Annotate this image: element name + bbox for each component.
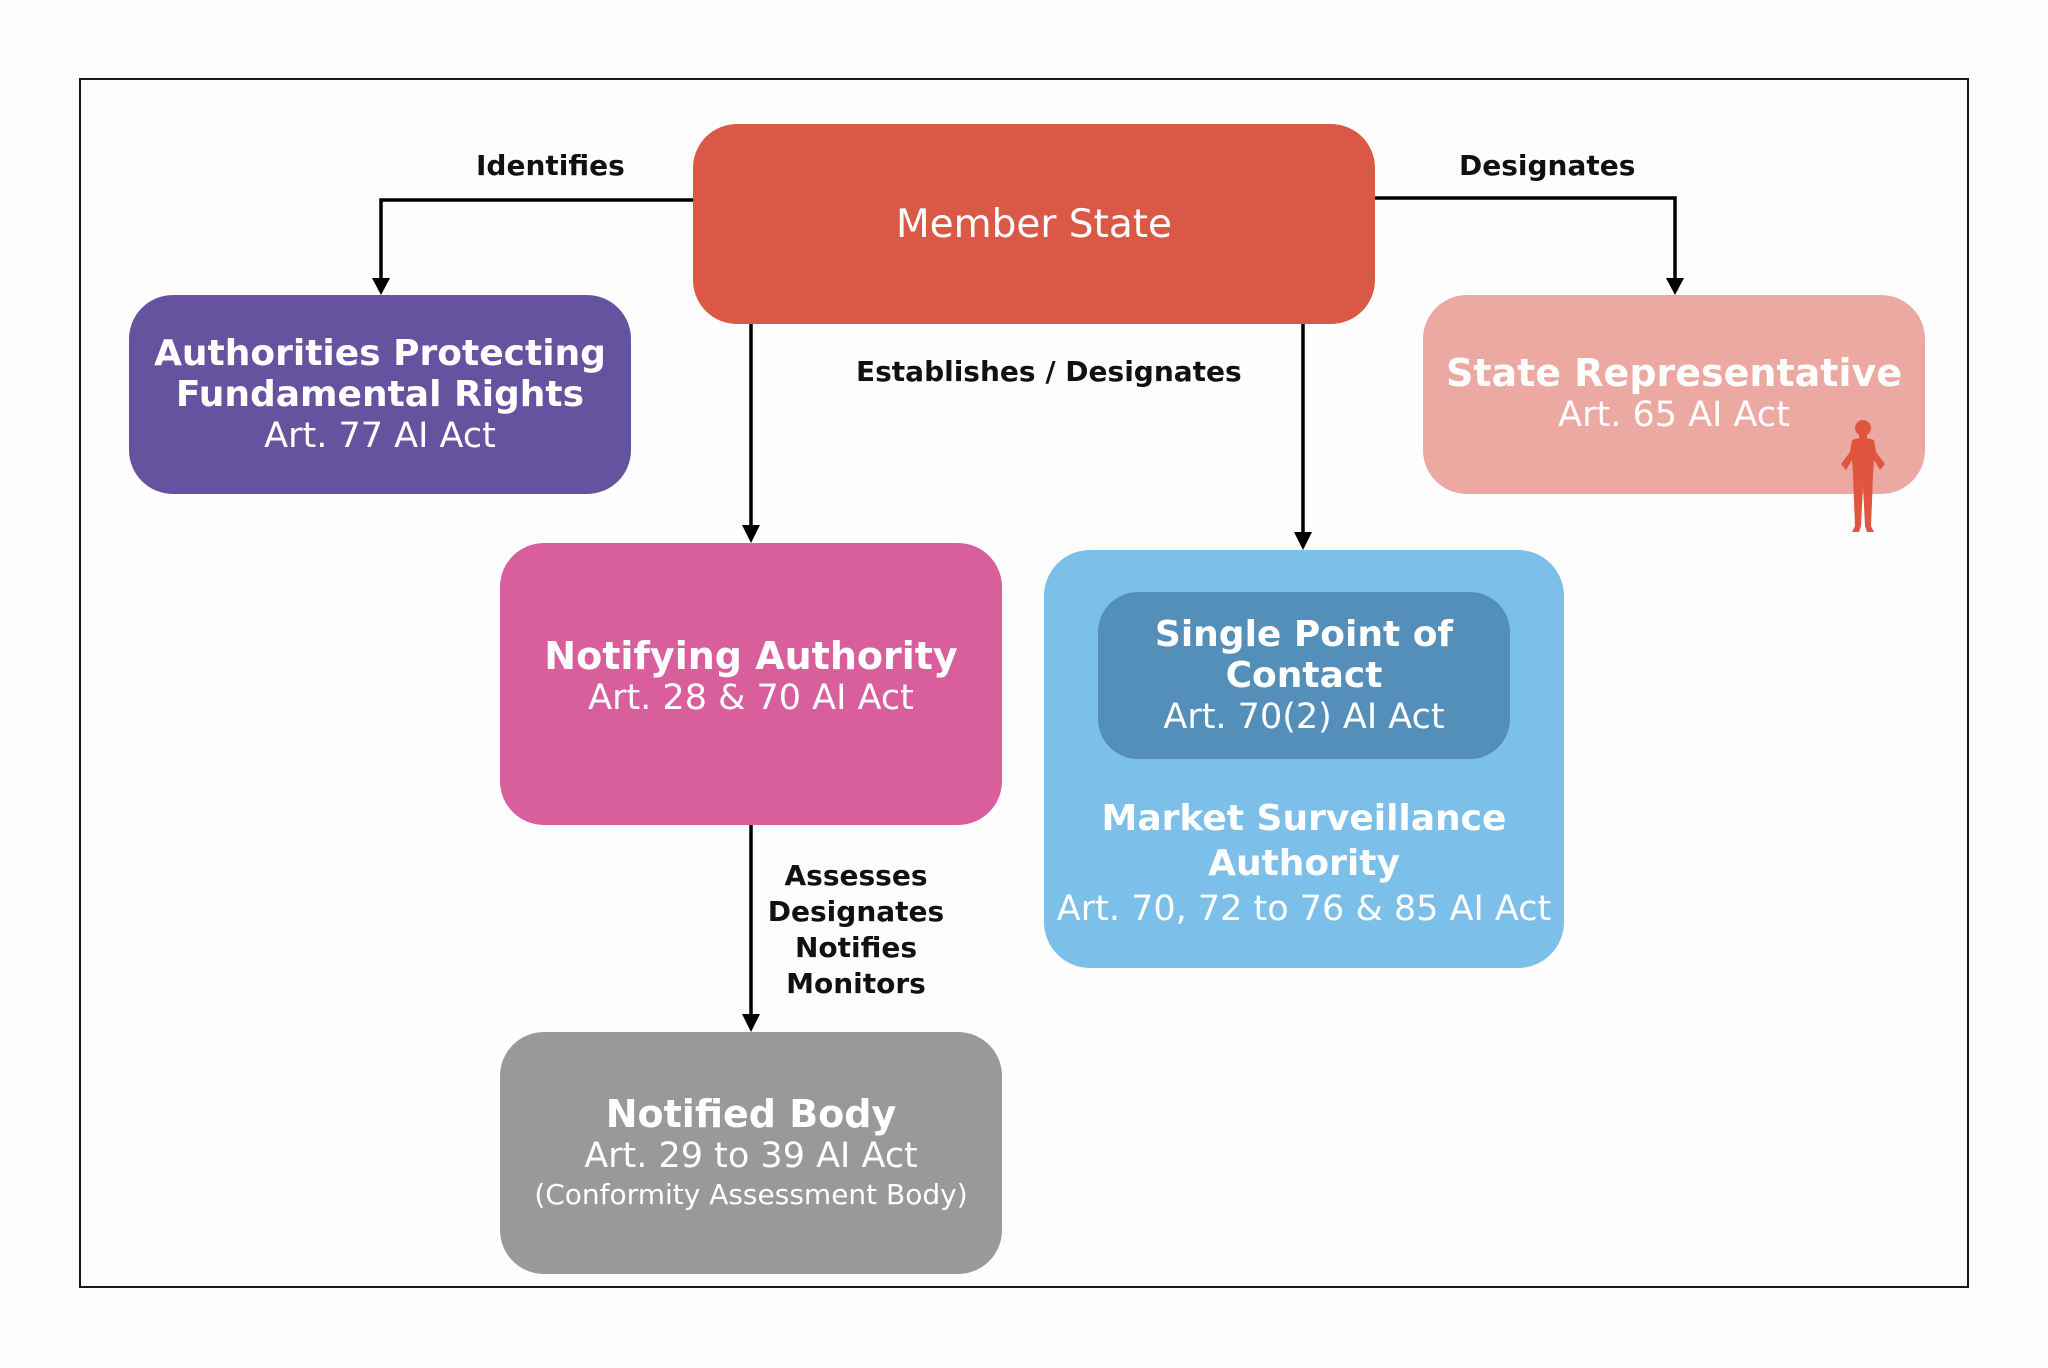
single-point-of-contact-node: Single Point of Contact Art. 70(2) AI Ac… <box>1098 592 1510 759</box>
fundamental-rights-article: Art. 77 AI Act <box>264 415 496 456</box>
notifying-authority-article: Art. 28 & 70 AI Act <box>588 677 914 718</box>
member-state-title: Member State <box>895 201 1173 247</box>
notified-body-article: Art. 29 to 39 AI Act <box>584 1135 918 1176</box>
notified-body-title: Notified Body <box>605 1091 897 1136</box>
label-designates-action: Designates <box>767 895 945 928</box>
notifying-authority-title: Notifying Authority <box>544 633 958 678</box>
arrowhead-notifying-authority <box>742 525 760 543</box>
fundamental-rights-node: Authorities Protecting Fundamental Right… <box>129 295 631 494</box>
market-surveillance-title-line2: Authority <box>1208 843 1400 884</box>
label-notifies: Notifies <box>794 931 918 964</box>
arrowhead-market-surveillance <box>1294 532 1312 550</box>
label-monitors: Monitors <box>786 967 926 1000</box>
label-designates: Designates <box>1459 149 1636 182</box>
spoc-title-line2: Contact <box>1225 654 1383 696</box>
state-representative-title: State Representative <box>1445 351 1903 395</box>
connector-identifies <box>379 198 693 280</box>
connector-designates <box>1375 196 1677 280</box>
state-representative-article: Art. 65 AI Act <box>1558 395 1790 435</box>
notified-body-note: (Conformity Assessment Body) <box>534 1177 968 1211</box>
member-state-node: Member State <box>693 124 1375 324</box>
notified-body-node: Notified Body Art. 29 to 39 AI Act (Conf… <box>500 1032 1002 1274</box>
notifying-authority-node: Notifying Authority Art. 28 & 70 AI Act <box>500 543 1002 825</box>
arrowhead-notified-body <box>742 1014 760 1032</box>
label-establishes-designates: Establishes / Designates <box>856 355 1242 388</box>
fundamental-rights-title-line1: Authorities Protecting <box>154 332 606 374</box>
label-identifies: Identifies <box>476 149 625 182</box>
state-representative-node: State Representative Art. 65 AI Act <box>1423 295 1925 494</box>
label-notifying-actions: Assesses Designates Notifies Monitors <box>756 858 956 1002</box>
market-surveillance-text: Market Surveillance Authority Art. 70, 7… <box>1044 796 1564 932</box>
fundamental-rights-title-line2: Fundamental Rights <box>175 373 585 415</box>
person-silhouette-icon <box>1841 420 1885 532</box>
label-assesses: Assesses <box>784 859 928 892</box>
arrowhead-fundamental-rights <box>372 278 390 295</box>
arrowhead-state-representative <box>1666 278 1684 295</box>
spoc-article: Art. 70(2) AI Act <box>1163 696 1445 737</box>
market-surveillance-article: Art. 70, 72 to 76 & 85 AI Act <box>1056 889 1552 929</box>
market-surveillance-title-line1: Market Surveillance <box>1101 798 1507 839</box>
spoc-title-line1: Single Point of <box>1154 613 1454 655</box>
